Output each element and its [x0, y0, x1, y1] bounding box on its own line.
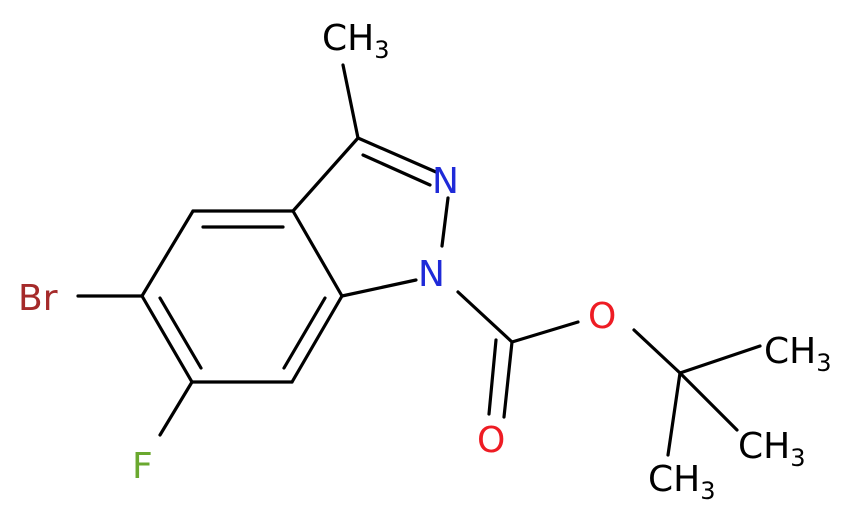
bond-tbu-methyl-1	[678, 344, 762, 375]
bond-c3a-c3	[291, 136, 360, 213]
methyl-3-label: CH3	[648, 459, 716, 505]
bond-c4-c5	[140, 209, 195, 298]
bond-n1-carbonyl-c	[456, 290, 514, 344]
bond-o-ester-tbu-c	[632, 328, 682, 375]
fluorine-label: F	[132, 446, 153, 487]
bond-c7-c7a	[290, 294, 344, 384]
methyl-1-label: CH3	[764, 331, 832, 377]
bond-c5-c6	[140, 294, 194, 384]
bond-n1-c7a	[340, 278, 418, 298]
bond-c3-n2	[356, 136, 438, 174]
bond-carbonyl-c-o-double-2	[487, 338, 498, 416]
bond-carbonyl-c-o-ester	[510, 320, 580, 344]
bond-carbonyl-c-o-double-1	[502, 340, 514, 419]
bond-c7a-c3a	[291, 209, 344, 298]
methyl-top-label: CH3	[322, 18, 390, 64]
atom-labels: CH3 N N Br F O O CH3 CH3 CH3	[18, 18, 832, 505]
oxygen-ester-label: O	[588, 296, 616, 337]
bond-c3-methyl	[341, 63, 360, 140]
bond-tbu-methyl-3	[666, 371, 682, 457]
oxygen-carbonyl-label: O	[477, 420, 505, 461]
bromine-label: Br	[18, 278, 58, 319]
bond-c3-n2-inner	[361, 153, 432, 187]
n2-label: N	[432, 161, 459, 202]
bond-c5-c6-inner	[158, 296, 203, 370]
bond-n2-n1	[440, 196, 450, 248]
n1-label: N	[418, 254, 445, 295]
bond-tbu-methyl-2	[678, 371, 739, 432]
bond-c7-c7a-inner	[282, 296, 327, 370]
bonds	[76, 63, 762, 457]
methyl-2-label: CH3	[738, 426, 806, 472]
bond-c6-f	[158, 380, 194, 437]
